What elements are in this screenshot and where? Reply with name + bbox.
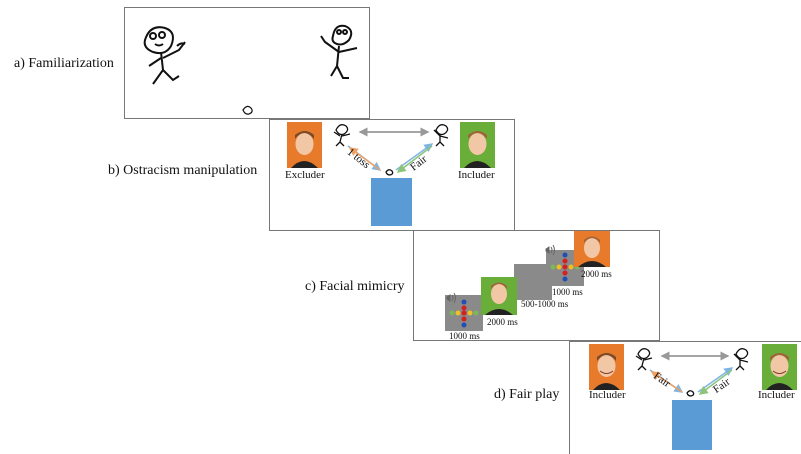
- fair-arrows: [635, 348, 749, 397]
- time-fixation-1: 1000 ms: [449, 331, 480, 341]
- time-face-1: 2000 ms: [487, 317, 518, 327]
- panel-ostracism: Excluder Includer 1 toss Fair: [269, 119, 515, 231]
- includer-left-avatar: [589, 344, 624, 390]
- time-blank: 500-1000 ms: [521, 299, 569, 309]
- includer-avatar: [460, 122, 495, 168]
- familiarization-figures: [143, 24, 358, 115]
- panel-facial-mimicry: 1000 ms 2000 ms 500-1000 ms 1000 ms 2000…: [413, 230, 660, 341]
- includer-right-avatar: [762, 344, 797, 390]
- excluder-label: Excluder: [285, 169, 325, 181]
- mimicry-sequence: [445, 231, 610, 331]
- time-face-2: 2000 ms: [581, 269, 612, 279]
- toss-arrows: [333, 124, 449, 176]
- right-creature-icon: [320, 24, 358, 79]
- player-square-d: [672, 400, 712, 450]
- label-facial-mimicry: c) Facial mimicry: [305, 279, 405, 294]
- label-fair-play: d) Fair play: [494, 387, 560, 402]
- includer-left-label: Includer: [589, 389, 626, 401]
- ball-icon: [242, 105, 253, 115]
- excluder-avatar: [287, 122, 322, 168]
- panel-fair-play: Includer Includer Fair Fair: [569, 341, 801, 454]
- includer-label: Includer: [458, 169, 495, 181]
- label-ostracism: b) Ostracism manipulation: [108, 163, 258, 178]
- label-familiarization: a) Familiarization: [14, 56, 114, 71]
- panel-familiarization: [124, 7, 370, 119]
- time-fixation-2: 1000 ms: [552, 287, 583, 297]
- includer-right-label: Includer: [758, 389, 795, 401]
- player-square: [371, 178, 412, 226]
- left-creature-icon: [143, 26, 186, 85]
